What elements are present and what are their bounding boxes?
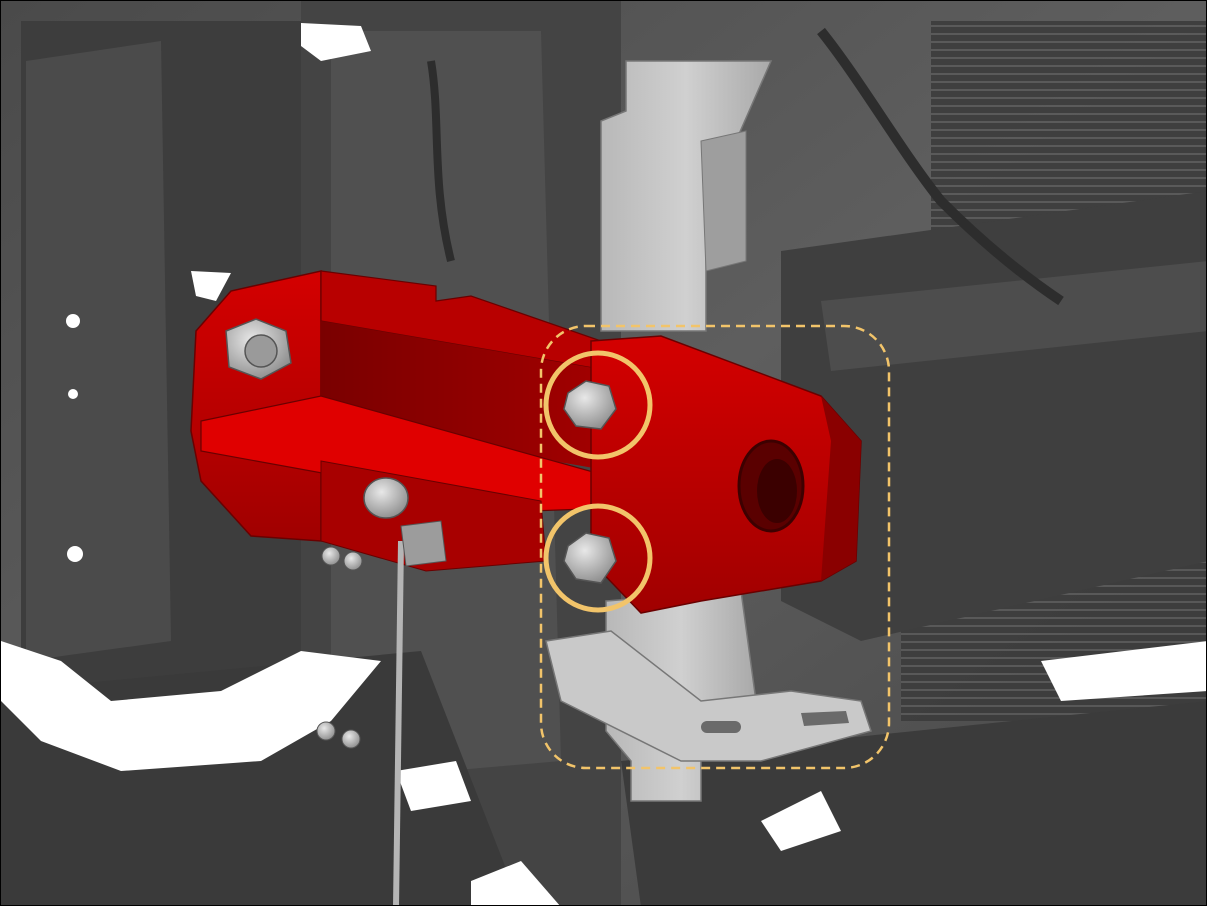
web-bolt <box>363 477 409 519</box>
mesh-void <box>191 271 231 301</box>
mesh-void <box>761 791 841 851</box>
mesh-void <box>471 861 560 905</box>
lower-bolt <box>563 532 617 584</box>
mesh-void <box>68 389 78 399</box>
bracket-left-ear <box>190 270 322 542</box>
foot-slot <box>701 721 741 733</box>
mesh-void <box>1 641 381 771</box>
left-frame-highlight <box>26 41 171 661</box>
mesh-void <box>396 761 471 811</box>
sensor-clip <box>400 520 447 567</box>
right-bumper-highlight <box>821 261 1206 371</box>
highlight-circle-upper-bolt <box>543 350 653 460</box>
left-ear-bolt <box>225 318 292 380</box>
right-bumper-beam <box>781 191 1206 641</box>
wiring-harness <box>427 60 455 262</box>
mount-plate-upper <box>600 60 773 332</box>
foot-slot <box>801 711 849 726</box>
sensor-rod <box>393 540 404 905</box>
mesh-void <box>67 546 83 562</box>
mount-plate-side <box>700 130 747 272</box>
bracket-plate-edge <box>821 396 861 581</box>
small-fastener <box>316 546 363 749</box>
mesh-void <box>66 314 80 328</box>
mesh-void <box>301 23 371 61</box>
mount-plate-foot <box>545 630 872 762</box>
callout-box <box>539 324 891 770</box>
wiring-harness <box>817 27 1064 306</box>
tow-eye-hole-inner <box>757 459 797 523</box>
highlight-circle-lower-bolt <box>543 503 653 613</box>
upper-bolt <box>563 380 617 430</box>
mesh-void <box>1041 641 1206 701</box>
